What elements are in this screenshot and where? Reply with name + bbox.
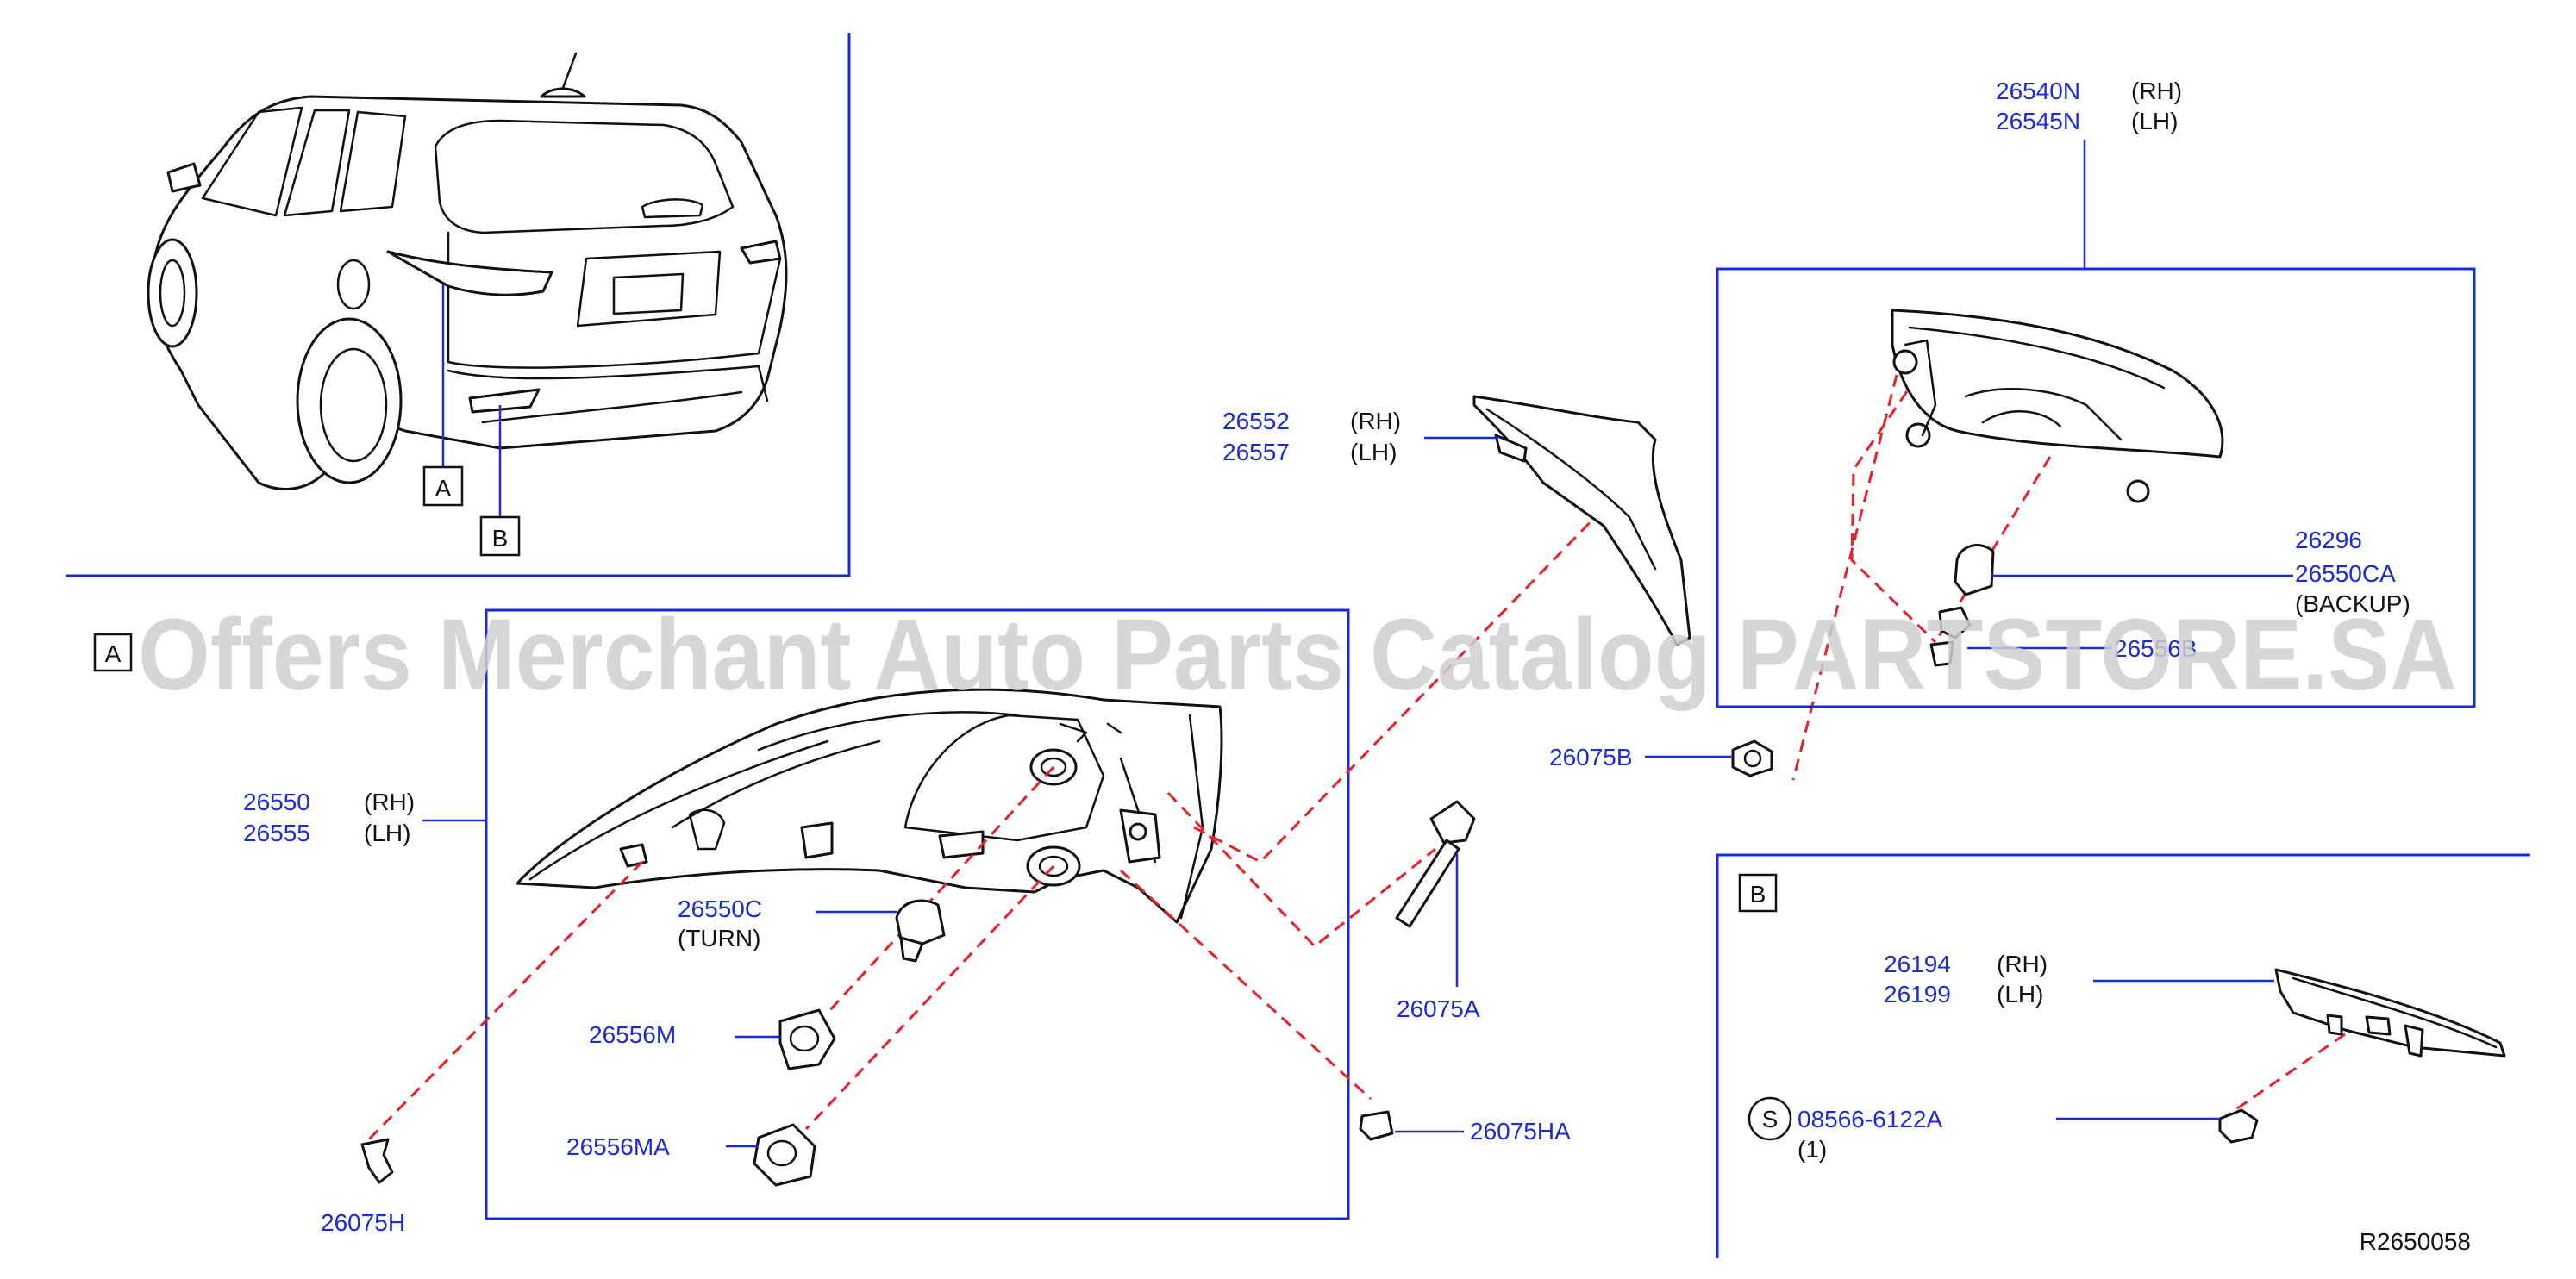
socket-26556m xyxy=(778,1008,836,1070)
part-labels: 26540N (RH) 26545N (LH) 26552 (RH) 26557… xyxy=(243,78,2471,1255)
label-26557: 26557 xyxy=(1222,439,1290,465)
inner-lamp-frame xyxy=(1716,267,2476,708)
section-a-frame xyxy=(485,608,1350,1220)
label-26075h: 26075H xyxy=(321,1209,405,1236)
label-26194-side: (RH) xyxy=(1997,951,2048,977)
callout-box-b xyxy=(1738,873,1778,913)
callout-b: B xyxy=(1750,881,1766,908)
bulb-26550c xyxy=(895,899,946,963)
label-26075a: 26075A xyxy=(1397,995,1480,1022)
bolt-26075a xyxy=(1395,800,1476,987)
label-26556b: 26556B xyxy=(2114,635,2198,662)
callout-box-b-vehicle xyxy=(479,515,521,557)
label-26550ca: 26550CA xyxy=(2295,560,2396,587)
label-26550: 26550 xyxy=(243,789,310,815)
label-26550c-note: (TURN) xyxy=(678,925,760,951)
vehicle-overview: A B xyxy=(66,33,851,577)
cover-26552 xyxy=(1472,395,1691,646)
label-26552: 26552 xyxy=(1222,408,1290,434)
label-26194: 26194 xyxy=(1884,951,1951,977)
label-26540n: 26540N xyxy=(1996,78,2080,104)
label-26540n-side: (RH) xyxy=(2131,78,2182,104)
label-26555: 26555 xyxy=(243,820,310,846)
label-26550-side: (RH) xyxy=(364,789,415,815)
label-26557-side: (LH) xyxy=(1350,439,1397,465)
watermark: Offers Merchant Auto Parts Catalog PARTS… xyxy=(138,598,2457,712)
label-08566-6122a-qty: (1) xyxy=(1798,1136,1827,1163)
diagram-code: R2650058 xyxy=(2360,1228,2471,1255)
label-26075ha: 26075HA xyxy=(1470,1118,1571,1145)
label-26545n: 26545N xyxy=(1996,108,2080,134)
label-26199: 26199 xyxy=(1884,981,1951,1008)
label-08566-6122a: 08566-6122A xyxy=(1798,1106,1942,1132)
callout-b-vehicle: B xyxy=(492,525,509,552)
section-b: B S xyxy=(1716,853,2530,1258)
nut-26075ha xyxy=(1359,1110,1394,1141)
socket-26556ma xyxy=(753,1123,816,1187)
label-26550ca-note: (BACKUP) xyxy=(2295,590,2410,617)
label-26550c: 26550C xyxy=(678,895,762,922)
label-26555-side: (LH) xyxy=(364,820,410,846)
callout-box-a-vehicle xyxy=(422,465,464,507)
assembly-lines xyxy=(365,374,2346,1144)
label-26545n-side: (LH) xyxy=(2131,108,2178,134)
callout-box-a xyxy=(93,633,133,672)
label-26552-side: (RH) xyxy=(1350,408,1401,434)
label-26556ma: 26556MA xyxy=(566,1133,670,1160)
label-26075b: 26075B xyxy=(1549,744,1633,771)
clip-26075h xyxy=(360,1138,394,1184)
label-26199-side: (LH) xyxy=(1997,981,2043,1008)
section-inner-lamp xyxy=(1645,140,2476,777)
label-26296: 26296 xyxy=(2295,527,2362,553)
label-leaders xyxy=(726,436,1498,1148)
callout-s: S xyxy=(1762,1106,1779,1132)
callout-a: A xyxy=(105,640,122,667)
callout-circle-s xyxy=(1748,1096,1792,1141)
callout-a-vehicle: A xyxy=(435,475,452,502)
label-26556m: 26556M xyxy=(589,1021,676,1048)
